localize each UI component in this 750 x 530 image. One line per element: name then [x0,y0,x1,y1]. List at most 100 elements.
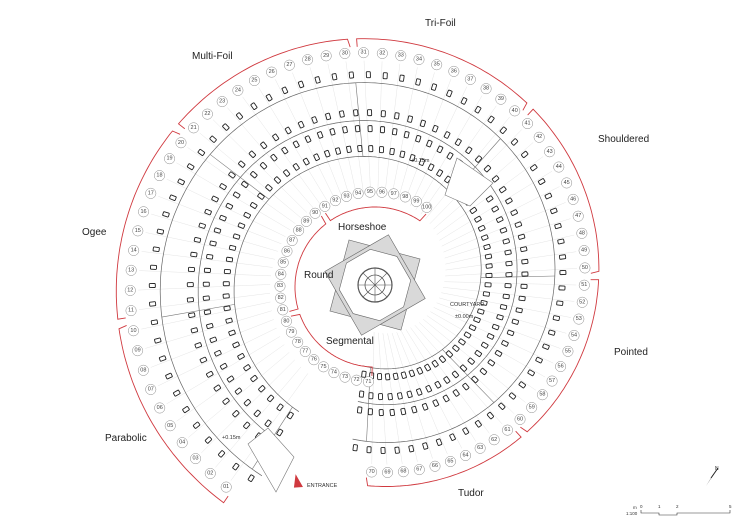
seat-number: 20 [178,140,184,146]
section-divider [355,82,364,157]
seat-number-circle [366,466,378,478]
seat-number-circle [248,75,260,86]
seat [219,362,228,370]
seat-guide-line [275,79,335,198]
seat-number: 14 [131,247,137,253]
seat [499,227,508,234]
seat-number: 13 [128,267,134,273]
terrace-edge-line [197,120,518,444]
entrance-label[interactable]: ENTRANCE [307,483,338,489]
seat [409,154,416,162]
seat [194,342,203,349]
seat-number-circle [138,206,149,218]
seat-number: 82 [278,295,284,301]
seat [442,394,450,403]
seat [474,349,483,358]
seat [235,112,244,120]
seat [304,135,312,143]
seat [399,74,405,82]
seat-number: 67 [416,467,422,473]
seat [202,281,210,287]
seat [356,406,363,414]
seat-number-circle [576,296,588,308]
seat [527,369,535,377]
seat-number-circle [309,207,321,219]
seat-number: 11 [128,308,134,314]
seat [222,293,230,299]
scale-tick: 5 [729,504,732,509]
seat-guide-line [258,87,328,201]
seat [436,169,444,177]
seat [445,350,454,358]
seat [378,409,384,417]
arch-type-label: Parabolic [105,433,147,444]
scale-tick: 2 [676,504,679,509]
seat-number: 40 [512,108,518,114]
seat [452,344,460,352]
seat [222,281,230,287]
seat [317,131,324,139]
seat [188,312,196,318]
seat-number-circle [572,210,584,222]
seat [446,89,453,98]
seat-number: 22 [204,111,210,117]
seat [313,153,320,161]
seat-number: 27 [286,62,292,68]
seat-number-circle [351,374,362,386]
seat-number: 62 [491,437,497,443]
seat-number: 100 [422,204,431,210]
seat-number: 51 [581,282,587,288]
seat-number: 93 [343,193,349,199]
arch-group-arc [289,215,327,312]
seat [380,110,386,118]
seat-number-circle [362,376,374,388]
seat-number-circle [232,84,244,96]
seat [339,110,345,118]
seat [377,393,384,401]
seat [260,141,268,150]
seat [484,253,493,260]
seat-number: 41 [524,121,530,127]
seat-number: 89 [303,218,309,224]
seat [225,202,234,210]
seat [421,403,429,411]
seat-number-circle [339,371,351,383]
seat-number: 12 [127,287,133,293]
seat-number: 78 [295,339,301,345]
seat [408,445,415,453]
seat-number-circle [376,47,388,59]
seat-number-circle [445,456,456,467]
seat-number: 32 [379,50,385,56]
scale-bar: m 1:100 0 1 2 5 [626,504,732,516]
seat [276,403,284,412]
arch-group-arc [325,206,427,222]
seat [366,446,372,454]
seat [219,183,227,191]
seat-number: 98 [402,194,408,200]
seat [556,300,564,306]
seat-number-circle [578,279,590,291]
seat [358,390,365,398]
seat-number: 42 [536,134,542,140]
arch-group-arc [118,325,229,504]
seat-number: 34 [416,56,422,62]
seat [182,406,190,414]
arch-type-label: Tudor [458,488,484,499]
seat [430,83,438,91]
seat [223,268,231,275]
seat-number-circle [285,326,297,338]
seat [502,238,510,245]
seat [368,145,374,153]
seat [552,315,561,321]
seat [258,385,266,393]
seat-number: 28 [305,57,311,63]
seat-number: 10 [130,328,136,334]
seat-number: 48 [579,230,585,236]
seat-number: 03 [193,456,199,462]
seat-number: 55 [565,348,571,354]
seat-number: 31 [361,50,367,56]
seat [434,381,442,389]
seat [378,146,385,154]
seat-number: 79 [288,329,294,335]
seat [485,263,493,269]
